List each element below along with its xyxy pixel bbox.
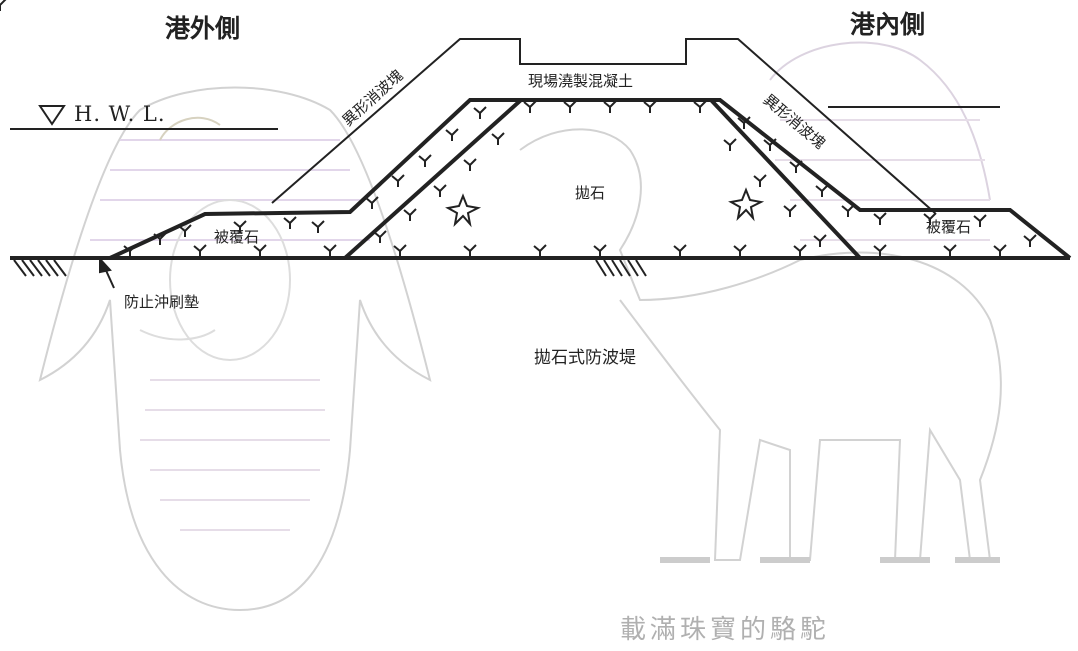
inner-slope-left: [343, 98, 523, 260]
seabed-hatch-icon-mid: [595, 259, 647, 277]
background-caption: 載滿珠寶的駱駝: [620, 615, 831, 645]
rubble-marks: [0, 0, 1037, 258]
water-level-label: H. W. L.: [74, 102, 166, 126]
harbor-side-label: 港內側: [850, 10, 926, 39]
background-sketch-pharaoh: [38, 86, 432, 612]
armor-layer-outline: [271, 38, 936, 214]
seaward-side-label: 港外側: [165, 14, 241, 43]
crown-concrete-label: 現場澆製混凝土: [528, 72, 634, 90]
core-star-marks: [445, 187, 765, 228]
seabed-hatch-icon: [13, 259, 67, 277]
background-sketch-camel: [519, 41, 1002, 563]
scour-mat-label: 防止沖刷墊: [124, 293, 200, 311]
breakwater-type-label: 拋石式防波堤: [534, 348, 636, 368]
inner-slope-right: [709, 98, 862, 260]
cover-stone-right-label: 被覆石: [926, 218, 972, 236]
core-rubble-label: 拋石: [575, 184, 606, 202]
triangle-down-icon: [38, 105, 66, 126]
core-outline: [109, 98, 1072, 260]
arrow-up-icon: [99, 256, 115, 289]
cover-stone-left-label: 被覆石: [214, 228, 260, 246]
